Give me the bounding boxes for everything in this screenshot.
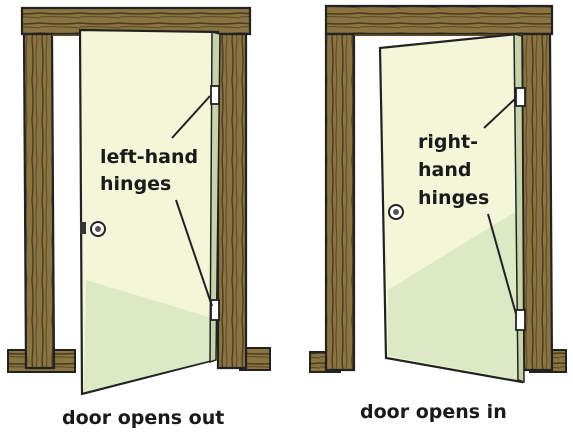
right-door-diagram: right- hand hinges door opens in (310, 6, 566, 423)
left-doorknob (80, 222, 105, 236)
left-hinge-top (211, 86, 219, 104)
left-frame-jamb-left (24, 34, 54, 368)
right-frame-jamb-right (522, 34, 552, 370)
right-hinge-bottom (516, 310, 525, 330)
right-hinge-label-line-2: hand (418, 159, 471, 181)
left-door-diagram: left-hand hinges door opens out (8, 8, 270, 429)
left-frame-jamb-right (218, 34, 246, 368)
left-caption: door opens out (62, 407, 224, 429)
right-doorknob (389, 205, 403, 219)
right-frame-header (326, 6, 552, 34)
right-hinge-label-line-1: right- (418, 131, 478, 153)
left-hinge-label-line-1: left-hand (100, 146, 198, 168)
left-hinge-bottom (211, 300, 219, 320)
right-caption: door opens in (360, 401, 507, 423)
left-hinge-label-line-2: hinges (100, 173, 171, 195)
right-hinge-label-line-3: hinges (418, 187, 489, 209)
right-frame-jamb-left (326, 34, 354, 370)
right-hinge-top (516, 88, 525, 106)
